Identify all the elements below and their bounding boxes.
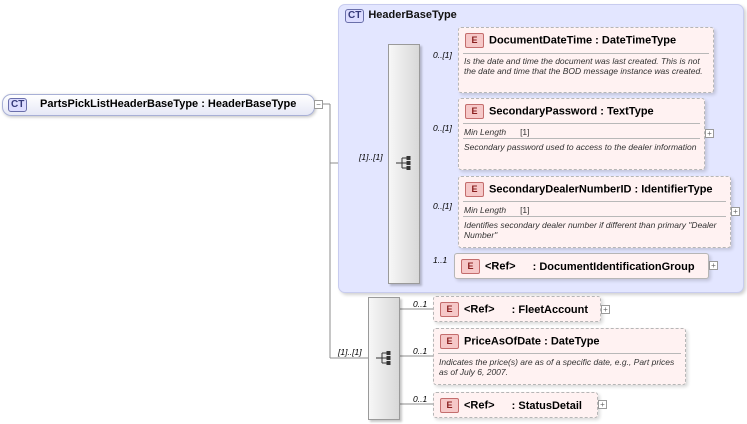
element-type: : DocumentIdentificationGroup <box>532 260 695 273</box>
element-badge: E <box>465 182 484 197</box>
element-name: SecondaryDealerNumberID <box>489 183 632 196</box>
element-name: DocumentDateTime <box>489 34 593 47</box>
element-header: E PriceAsOfDate : DateType <box>440 334 600 349</box>
element-description: Identifies secondary dealer number if di… <box>464 220 717 240</box>
facet-min-length: Min Length [1] <box>464 205 530 215</box>
element-badge: E <box>440 334 459 349</box>
element-badge: E <box>461 259 480 274</box>
sequence-multiplicity: [1]..[1] <box>338 347 362 357</box>
element-multiplicity: 0..1 <box>413 394 428 404</box>
element-badge: E <box>440 302 459 317</box>
divider <box>463 53 709 54</box>
element-ref-statusdetail[interactable]: E <Ref> : StatusDetail <box>433 392 598 418</box>
element-type: : DateType <box>544 335 600 348</box>
element-multiplicity: 0..1 <box>413 299 428 309</box>
element-name: SecondaryPassword <box>489 105 598 118</box>
complex-type-badge: CT <box>345 9 365 23</box>
expand-icon[interactable]: + <box>601 305 610 314</box>
facet-min-length: Min Length [1] <box>464 127 530 137</box>
element-description: Secondary password used to access to the… <box>464 142 697 152</box>
element-type: : TextType <box>600 105 654 118</box>
facet-label: Min Length <box>464 205 507 215</box>
expand-icon[interactable]: + <box>705 129 714 138</box>
element-type: : FleetAccount <box>511 303 589 316</box>
element-header: E <Ref> : FleetAccount <box>440 302 588 317</box>
element-ref-label: <Ref> <box>464 303 495 316</box>
facet-value: [1] <box>520 127 530 137</box>
element-secondarypassword[interactable]: E SecondaryPassword : TextType Min Length… <box>458 98 705 170</box>
element-header: E SecondaryPassword : TextType <box>465 104 654 119</box>
sequence-compositor[interactable] <box>388 44 420 284</box>
element-ref-label: <Ref> <box>464 399 495 412</box>
sequence-icon <box>396 156 411 170</box>
divider <box>463 201 726 202</box>
element-badge: E <box>465 104 484 119</box>
element-multiplicity: 0..[1] <box>433 201 452 211</box>
collapse-icon[interactable]: − <box>314 100 323 109</box>
sequence-compositor[interactable] <box>368 297 400 420</box>
element-ref-fleetaccount[interactable]: E <Ref> : FleetAccount <box>433 296 601 322</box>
element-badge: E <box>465 33 484 48</box>
element-secondarydealernumberid[interactable]: E SecondaryDealerNumberID : IdentifierTyp… <box>458 176 731 248</box>
divider <box>463 138 700 139</box>
element-multiplicity: 0..[1] <box>433 123 452 133</box>
element-priceasofdate[interactable]: E PriceAsOfDate : DateType Indicates the … <box>433 328 686 385</box>
element-type: : DateTimeType <box>595 34 677 47</box>
facet-value: [1] <box>520 205 530 215</box>
expand-icon[interactable]: + <box>731 207 740 216</box>
element-documentdatetime[interactable]: E DocumentDateTime : DateTimeType Is the … <box>458 27 714 93</box>
divider <box>438 353 681 354</box>
root-type-label: PartsPickListHeaderBaseType : HeaderBase… <box>40 98 297 110</box>
sequence-icon <box>376 351 391 365</box>
facet-label: Min Length <box>464 127 507 137</box>
element-description: Indicates the price(s) are as of a speci… <box>439 357 675 377</box>
element-badge: E <box>440 398 459 413</box>
group-title-text: HeaderBaseType <box>368 9 457 22</box>
element-header: E <Ref> : StatusDetail <box>440 398 582 413</box>
complex-type-badge: CT <box>8 98 28 112</box>
element-ref-label: <Ref> <box>485 260 516 273</box>
element-multiplicity: 0..1 <box>413 346 428 356</box>
element-name: PriceAsOfDate <box>464 335 542 348</box>
element-multiplicity: 0..[1] <box>433 50 452 60</box>
divider <box>463 216 726 217</box>
element-header: E <Ref> : DocumentIdentificationGroup <box>461 259 695 274</box>
element-type: : StatusDetail <box>511 399 582 412</box>
expand-icon[interactable]: + <box>598 400 607 409</box>
element-ref-documentidentificationgroup[interactable]: E <Ref> : DocumentIdentificationGroup <box>454 253 709 279</box>
element-header: E DocumentDateTime : DateTimeType <box>465 33 676 48</box>
element-multiplicity: 1..1 <box>433 255 448 265</box>
element-header: E SecondaryDealerNumberID : IdentifierTyp… <box>465 182 713 197</box>
divider <box>463 123 700 124</box>
element-type: : IdentifierType <box>634 183 713 196</box>
expand-icon[interactable]: + <box>709 261 718 270</box>
root-complex-type[interactable]: CT PartsPickListHeaderBaseType : HeaderB… <box>2 94 315 116</box>
sequence-multiplicity: [1]..[1] <box>359 152 383 162</box>
element-description: Is the date and time the document was la… <box>464 56 703 76</box>
